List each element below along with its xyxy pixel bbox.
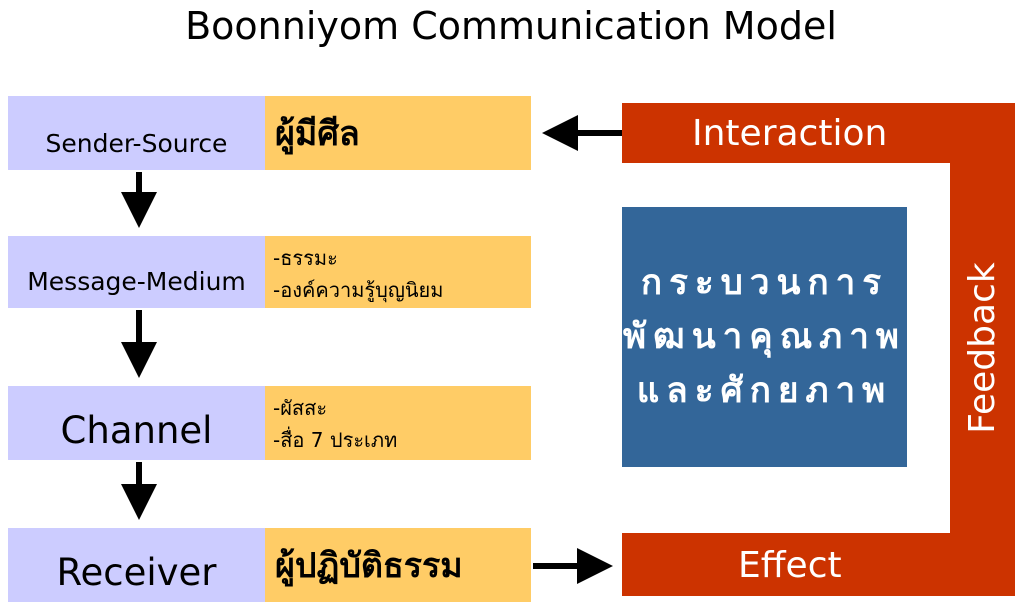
stage-label-text: Sender-Source	[45, 128, 228, 158]
diagram-title: Boonniyom Communication Model	[185, 4, 837, 48]
stage-message-medium-label: Message-Medium	[8, 236, 265, 308]
stage-channel-detail: -ผัสสะ -สื่อ 7 ประเภท	[265, 386, 531, 460]
stage-sender-source-label: Sender-Source	[8, 96, 265, 170]
interaction-bar	[622, 103, 1015, 163]
stage-detail-line: -ผัสสะ	[273, 396, 328, 420]
center-text-line: กระบวนการ	[640, 263, 889, 303]
feedback-bar	[950, 103, 1015, 596]
stage-receiver-detail: ผู้ปฏิบัติธรรม	[265, 528, 531, 602]
stage-detail-line: -สื่อ 7 ประเภท	[273, 428, 398, 452]
stage-detail-text: ผู้ปฏิบัติธรรม	[275, 546, 463, 586]
interaction-label: Interaction	[692, 113, 888, 154]
stage-sender-source-detail: ผู้มีศีล	[265, 96, 531, 170]
center-text-line: พัฒนาคุณภาพ	[623, 317, 906, 357]
effect-bar	[622, 533, 1015, 596]
stage-receiver-label: Receiver	[8, 528, 265, 602]
stage-detail-line: -องค์ความรู้บุญนิยม	[273, 278, 444, 302]
development-process-box: กระบวนการ พัฒนาคุณภาพ และศักยภาพ	[622, 207, 907, 467]
stage-label-text: Channel	[60, 408, 213, 452]
stage-detail-text: ผู้มีศีล	[275, 114, 360, 154]
effect-label: Effect	[738, 545, 842, 586]
stage-detail-line: -ธรรมะ	[273, 246, 338, 270]
stage-label-text: Receiver	[56, 550, 217, 594]
center-text-line: และศักยภาพ	[636, 371, 893, 411]
stage-channel-label: Channel	[8, 386, 265, 460]
stage-message-medium-detail: -ธรรมะ -องค์ความรู้บุญนิยม	[265, 236, 531, 308]
stage-label-text: Message-Medium	[27, 266, 246, 296]
